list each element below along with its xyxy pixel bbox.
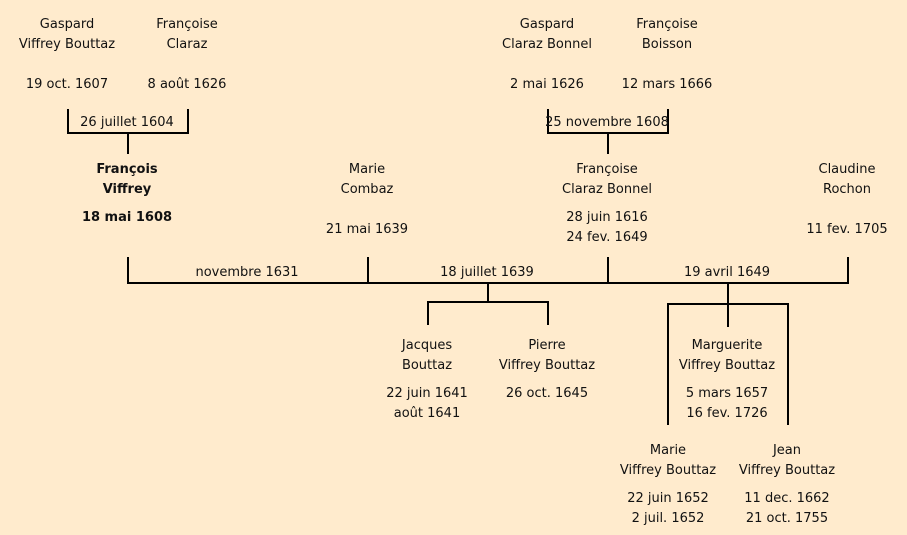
last-name: Viffrey Bouttaz xyxy=(738,463,836,478)
person-francoise-claraz: Françoise Claraz 8 août 1626 xyxy=(148,15,227,95)
death-date: 24 fev. 1649 xyxy=(566,230,648,245)
first-name: François xyxy=(96,162,158,177)
person-francois-viffrey: François Viffrey 18 mai 1608 xyxy=(82,160,172,228)
first-name: Claudine xyxy=(818,162,876,177)
birth-date: 8 août 1626 xyxy=(147,77,227,92)
birth-date: 11 fev. 1705 xyxy=(806,222,888,237)
marriage-date-marie-francoise: 18 juillet 1639 xyxy=(440,265,534,280)
birth-date: 19 oct. 1607 xyxy=(25,77,109,92)
death-date: 21 oct. 1755 xyxy=(745,511,829,526)
last-name: Claraz xyxy=(166,37,208,52)
person-claudine-rochon: Claudine Rochon 11 fev. 1705 xyxy=(806,160,887,240)
person-francoise-claraz-bonnel: Françoise Claraz Bonnel 28 juin 1616 24 … xyxy=(562,160,652,248)
death-date: 16 fev. 1726 xyxy=(686,406,768,421)
last-name: Viffrey Bouttaz xyxy=(619,463,717,478)
person-jean-viffrey-bouttaz: Jean Viffrey Bouttaz 11 dec. 1662 21 oct… xyxy=(739,441,835,529)
birth-date: 2 mai 1626 xyxy=(510,77,584,92)
last-name: Boisson xyxy=(641,37,693,52)
last-name: Combaz xyxy=(340,182,394,197)
person-gaspard-claraz-bonnel: Gaspard Claraz Bonnel 2 mai 1626 xyxy=(502,15,592,95)
marriage-date-francoise-claudine: 19 avril 1649 xyxy=(683,265,771,280)
first-name: Françoise xyxy=(576,162,638,177)
first-name: Marie xyxy=(649,443,687,458)
birth-date: 22 juin 1652 xyxy=(627,491,709,506)
first-name: Jacques xyxy=(401,338,453,353)
birth-date: 12 mars 1666 xyxy=(621,77,713,92)
last-name: Bouttaz xyxy=(401,358,453,373)
birth-date: 5 mars 1657 xyxy=(685,386,769,401)
last-name: Viffrey Bouttaz xyxy=(678,358,776,373)
person-pierre-viffrey-bouttaz: Pierre Viffrey Bouttaz 26 oct. 1645 xyxy=(499,336,595,404)
last-name: Viffrey Bouttaz xyxy=(498,358,596,373)
connector-children-1649 xyxy=(667,282,789,425)
death-date: 2 juil. 1652 xyxy=(631,511,705,526)
first-name: Marguerite xyxy=(691,338,763,353)
last-name: Viffrey xyxy=(102,182,152,197)
last-name: Claraz Bonnel xyxy=(502,37,592,52)
first-name: Marie xyxy=(348,162,386,177)
person-marguerite-viffrey-bouttaz: Marguerite Viffrey Bouttaz 5 mars 1657 1… xyxy=(679,336,775,424)
first-name: Françoise xyxy=(156,17,218,32)
birth-date: 21 mai 1639 xyxy=(325,222,409,237)
marriage-date-francois-marie: novembre 1631 xyxy=(195,265,299,280)
birth-date: 26 oct. 1645 xyxy=(505,386,589,401)
birth-date: 28 juin 1616 xyxy=(566,210,648,225)
marriage-date-viffrey-claraz: 26 juillet 1604 xyxy=(80,115,174,130)
last-name: Claraz Bonnel xyxy=(562,182,652,197)
birth-date: 22 juin 1641 xyxy=(386,386,468,401)
last-name: Viffrey Bouttaz xyxy=(18,37,116,52)
first-name: Jean xyxy=(772,443,802,458)
first-name: Gaspard xyxy=(39,17,95,32)
birth-date: 11 dec. 1662 xyxy=(744,491,830,506)
last-name: Rochon xyxy=(823,182,871,197)
death-date: août 1641 xyxy=(393,406,461,421)
marriage-date-claraz-boisson: 25 novembre 1608 xyxy=(545,115,669,130)
person-gaspard-viffrey-bouttaz: Gaspard Viffrey Bouttaz 19 oct. 1607 xyxy=(19,15,115,95)
first-name: Pierre xyxy=(528,338,566,353)
person-francoise-boisson: Françoise Boisson 12 mars 1666 xyxy=(622,15,713,95)
connector-children-1639 xyxy=(427,282,549,325)
person-marie-viffrey-bouttaz: Marie Viffrey Bouttaz 22 juin 1652 2 jui… xyxy=(620,441,716,529)
first-name: Gaspard xyxy=(519,17,575,32)
first-name: Françoise xyxy=(636,17,698,32)
person-jacques-bouttaz: Jacques Bouttaz 22 juin 1641 août 1641 xyxy=(386,336,468,424)
birth-date: 18 mai 1608 xyxy=(81,210,173,225)
person-marie-combaz: Marie Combaz 21 mai 1639 xyxy=(326,160,408,240)
